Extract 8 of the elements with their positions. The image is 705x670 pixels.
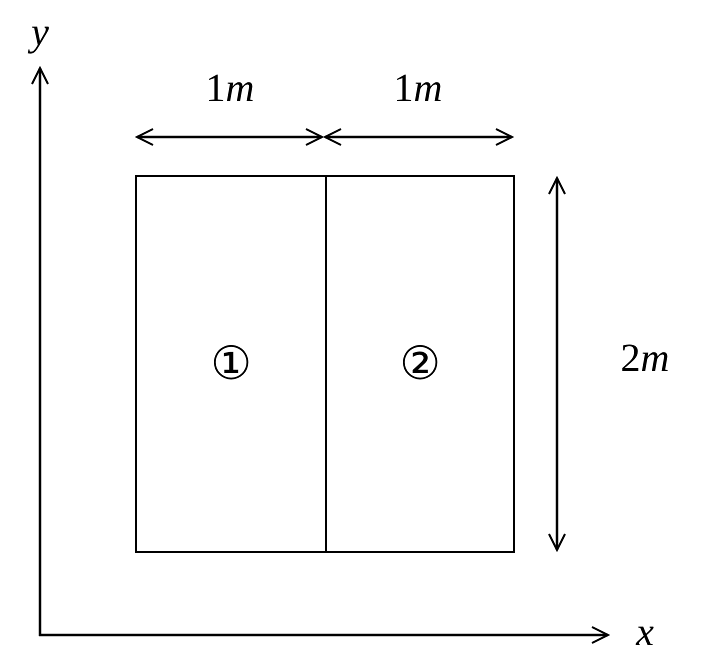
element-rectangle [325, 175, 515, 553]
element-rectangle [135, 175, 327, 553]
element-number: ① [210, 341, 252, 387]
dimension-label: 1m [394, 68, 442, 108]
axis-label: x [636, 612, 654, 652]
dimension-label: 1m [206, 68, 254, 108]
element-number: ② [400, 341, 440, 387]
dimension-label: 2m [620, 338, 670, 378]
